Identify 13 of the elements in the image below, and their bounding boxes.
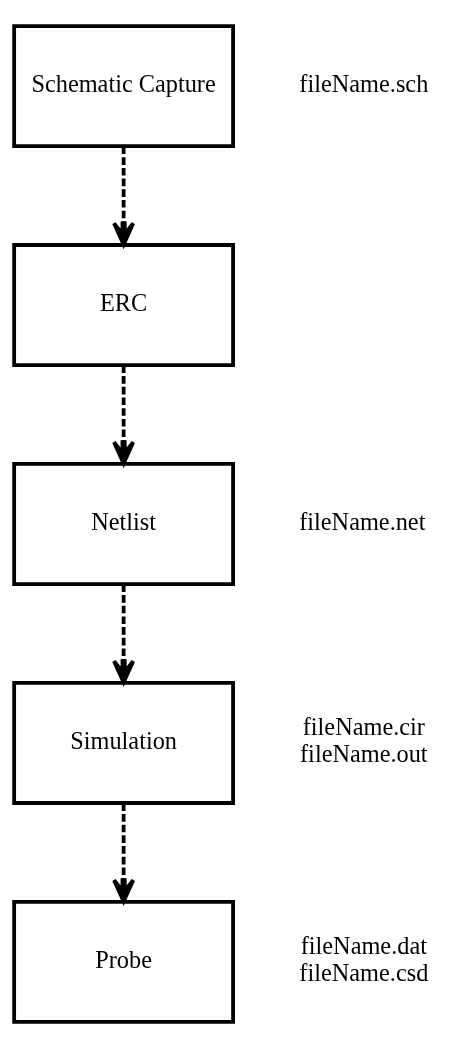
node-label: fileName.cir — [302, 712, 425, 740]
node-label: fileName.out — [300, 739, 428, 767]
node-box: Netlist — [12, 461, 235, 586]
node-label: fileName.dat — [300, 931, 427, 959]
arrow — [112, 584, 136, 684]
node-box: ERC — [12, 242, 235, 367]
node-label: fileName.net — [299, 507, 426, 535]
arrow — [112, 802, 136, 903]
node-box: Simulation — [12, 680, 235, 805]
node-label: fileName.sch — [299, 69, 429, 97]
node-box: Probe — [12, 899, 235, 1024]
node-label: fileName.csd — [299, 958, 429, 986]
node-box: Schematic Capture — [12, 23, 235, 148]
